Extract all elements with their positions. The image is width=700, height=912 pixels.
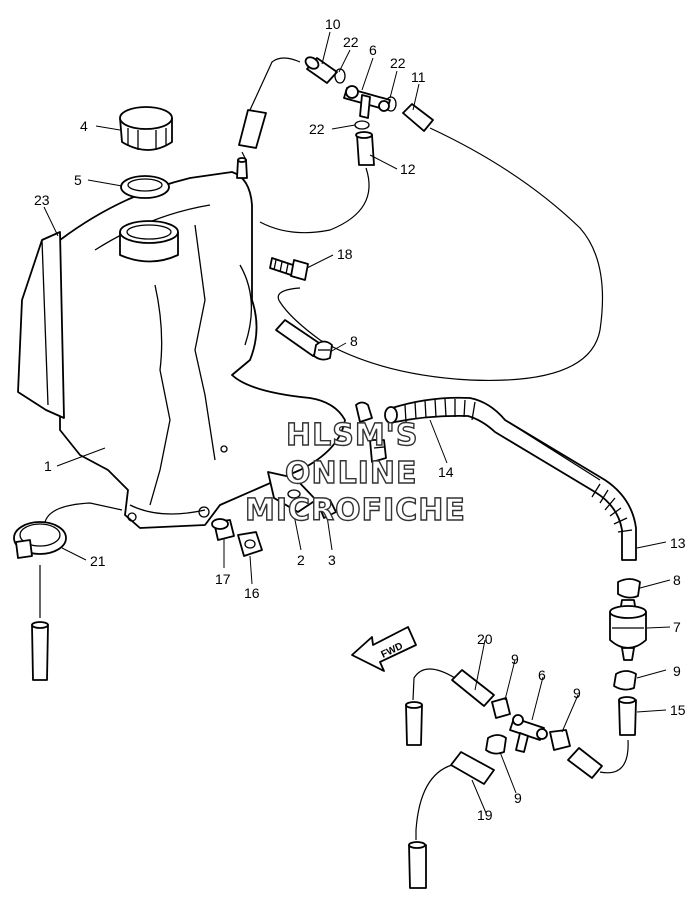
callout-9: 9 (511, 651, 519, 667)
hose-20-end (405, 701, 423, 746)
vent-hose-line-a (249, 57, 301, 111)
cap-gasket (120, 175, 170, 199)
hose-clamp-9-b (549, 729, 571, 751)
fwd-arrow-icon: FWD (351, 626, 417, 672)
t-joint-upper (343, 85, 391, 119)
fuel-hose-14 (384, 396, 637, 561)
callout-15: 15 (670, 702, 686, 718)
callout-14: 14 (438, 464, 454, 480)
callout-7: 7 (673, 619, 681, 635)
tank-vent-nipple (236, 157, 248, 179)
hose-to-filter (567, 747, 603, 779)
hose-clamp-8-lower (617, 578, 641, 599)
fuel-tank (59, 171, 346, 529)
callout-22: 22 (343, 34, 359, 50)
petcock-clamp (369, 439, 387, 463)
callout-9: 9 (573, 685, 581, 701)
breather-hose-short (238, 109, 267, 149)
vent-hose-line-b (241, 151, 247, 161)
hose-clamp-9-c (485, 734, 507, 755)
hose-clamp-8-upper (313, 340, 333, 361)
callout-labels: 10 22 6 22 11 4 22 12 5 23 18 8 1 14 2 3… (34, 16, 686, 823)
callout-17: 17 (215, 571, 231, 587)
collar-17 (211, 518, 235, 541)
hose-clamp-near-tank (355, 401, 373, 423)
long-vent-hose-route (277, 127, 604, 382)
watermark-line-3: MICROFICHE (245, 493, 466, 528)
leader-lines (43, 31, 671, 814)
hose-15 (618, 696, 637, 736)
band-21 (13, 521, 67, 559)
callout-20: 20 (477, 631, 493, 647)
callout-19: 19 (477, 807, 493, 823)
hose-19 (450, 751, 495, 785)
callout-9: 9 (514, 790, 522, 806)
hose-clamp-9-filter (613, 670, 637, 691)
callout-6: 6 (538, 667, 546, 683)
fuel-filter-7 (609, 599, 647, 661)
band-route (44, 502, 123, 523)
callout-9: 9 (673, 663, 681, 679)
nut-3 (317, 499, 337, 519)
callout-8: 8 (350, 333, 358, 349)
mount-bracket-2 (267, 471, 317, 513)
callout-23: 23 (34, 192, 50, 208)
side-cover (17, 231, 65, 419)
callout-5: 5 (74, 172, 82, 188)
callout-1: 1 (44, 458, 52, 474)
watermark-line-1: HLSM'S (286, 418, 418, 453)
hose-20-route (412, 668, 456, 701)
tank-filler-neck (119, 220, 179, 263)
callout-22: 22 (309, 121, 325, 137)
t-joint-lower (509, 714, 548, 753)
hose-15-route (599, 739, 629, 774)
clip-22-c (354, 120, 370, 130)
vent-hose-upper (304, 56, 338, 84)
watermark: HLSM'S ONLINE MICROFICHE (244, 417, 466, 528)
watermark-line-2: ONLINE (285, 456, 418, 491)
hose-11 (402, 103, 434, 132)
callout-22: 22 (390, 55, 406, 71)
hose-19-route (415, 764, 453, 840)
callout-6: 6 (369, 42, 377, 58)
hose-12-route (259, 167, 370, 234)
hose-20 (451, 669, 495, 707)
callout-16: 16 (244, 585, 260, 601)
callout-3: 3 (328, 552, 336, 568)
hose-19-end (408, 841, 427, 889)
callout-11: 11 (411, 69, 426, 85)
callout-21: 21 (90, 553, 106, 569)
drain-hose-21 (31, 621, 49, 681)
callout-18: 18 (337, 246, 353, 262)
callout-12: 12 (400, 161, 416, 177)
damper-16 (237, 531, 263, 557)
callout-10: 10 (325, 16, 341, 32)
fuel-cap (119, 106, 173, 151)
callout-8: 8 (673, 572, 681, 588)
hose-12 (355, 131, 375, 166)
callout-13: 13 (670, 535, 686, 551)
bolt-18 (269, 257, 309, 281)
callout-2: 2 (297, 552, 305, 568)
hose-clamp-9-a (491, 697, 511, 719)
callout-4: 4 (80, 118, 88, 134)
